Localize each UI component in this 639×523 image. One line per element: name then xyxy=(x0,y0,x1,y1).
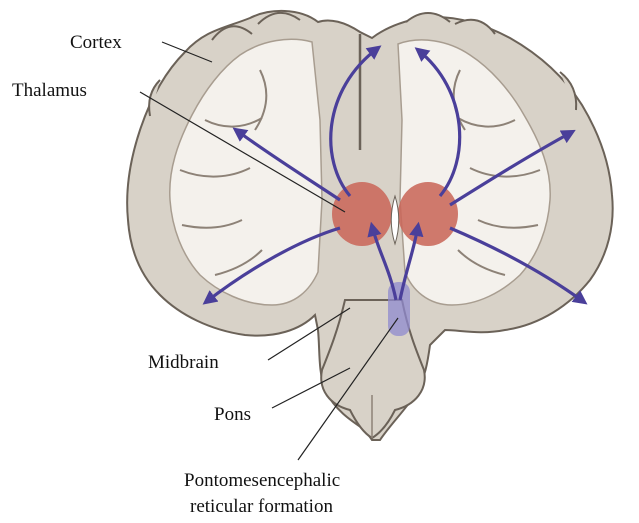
label-thalamus: Thalamus xyxy=(12,80,87,101)
label-midbrain: Midbrain xyxy=(148,352,219,373)
label-reticular-formation-line1: Pontomesencephalic xyxy=(184,470,340,491)
label-reticular-formation-line2: reticular formation xyxy=(190,496,333,517)
right-thalamus xyxy=(398,182,458,246)
left-thalamus xyxy=(332,182,392,246)
label-cortex: Cortex xyxy=(70,32,122,53)
label-pons: Pons xyxy=(214,404,251,425)
